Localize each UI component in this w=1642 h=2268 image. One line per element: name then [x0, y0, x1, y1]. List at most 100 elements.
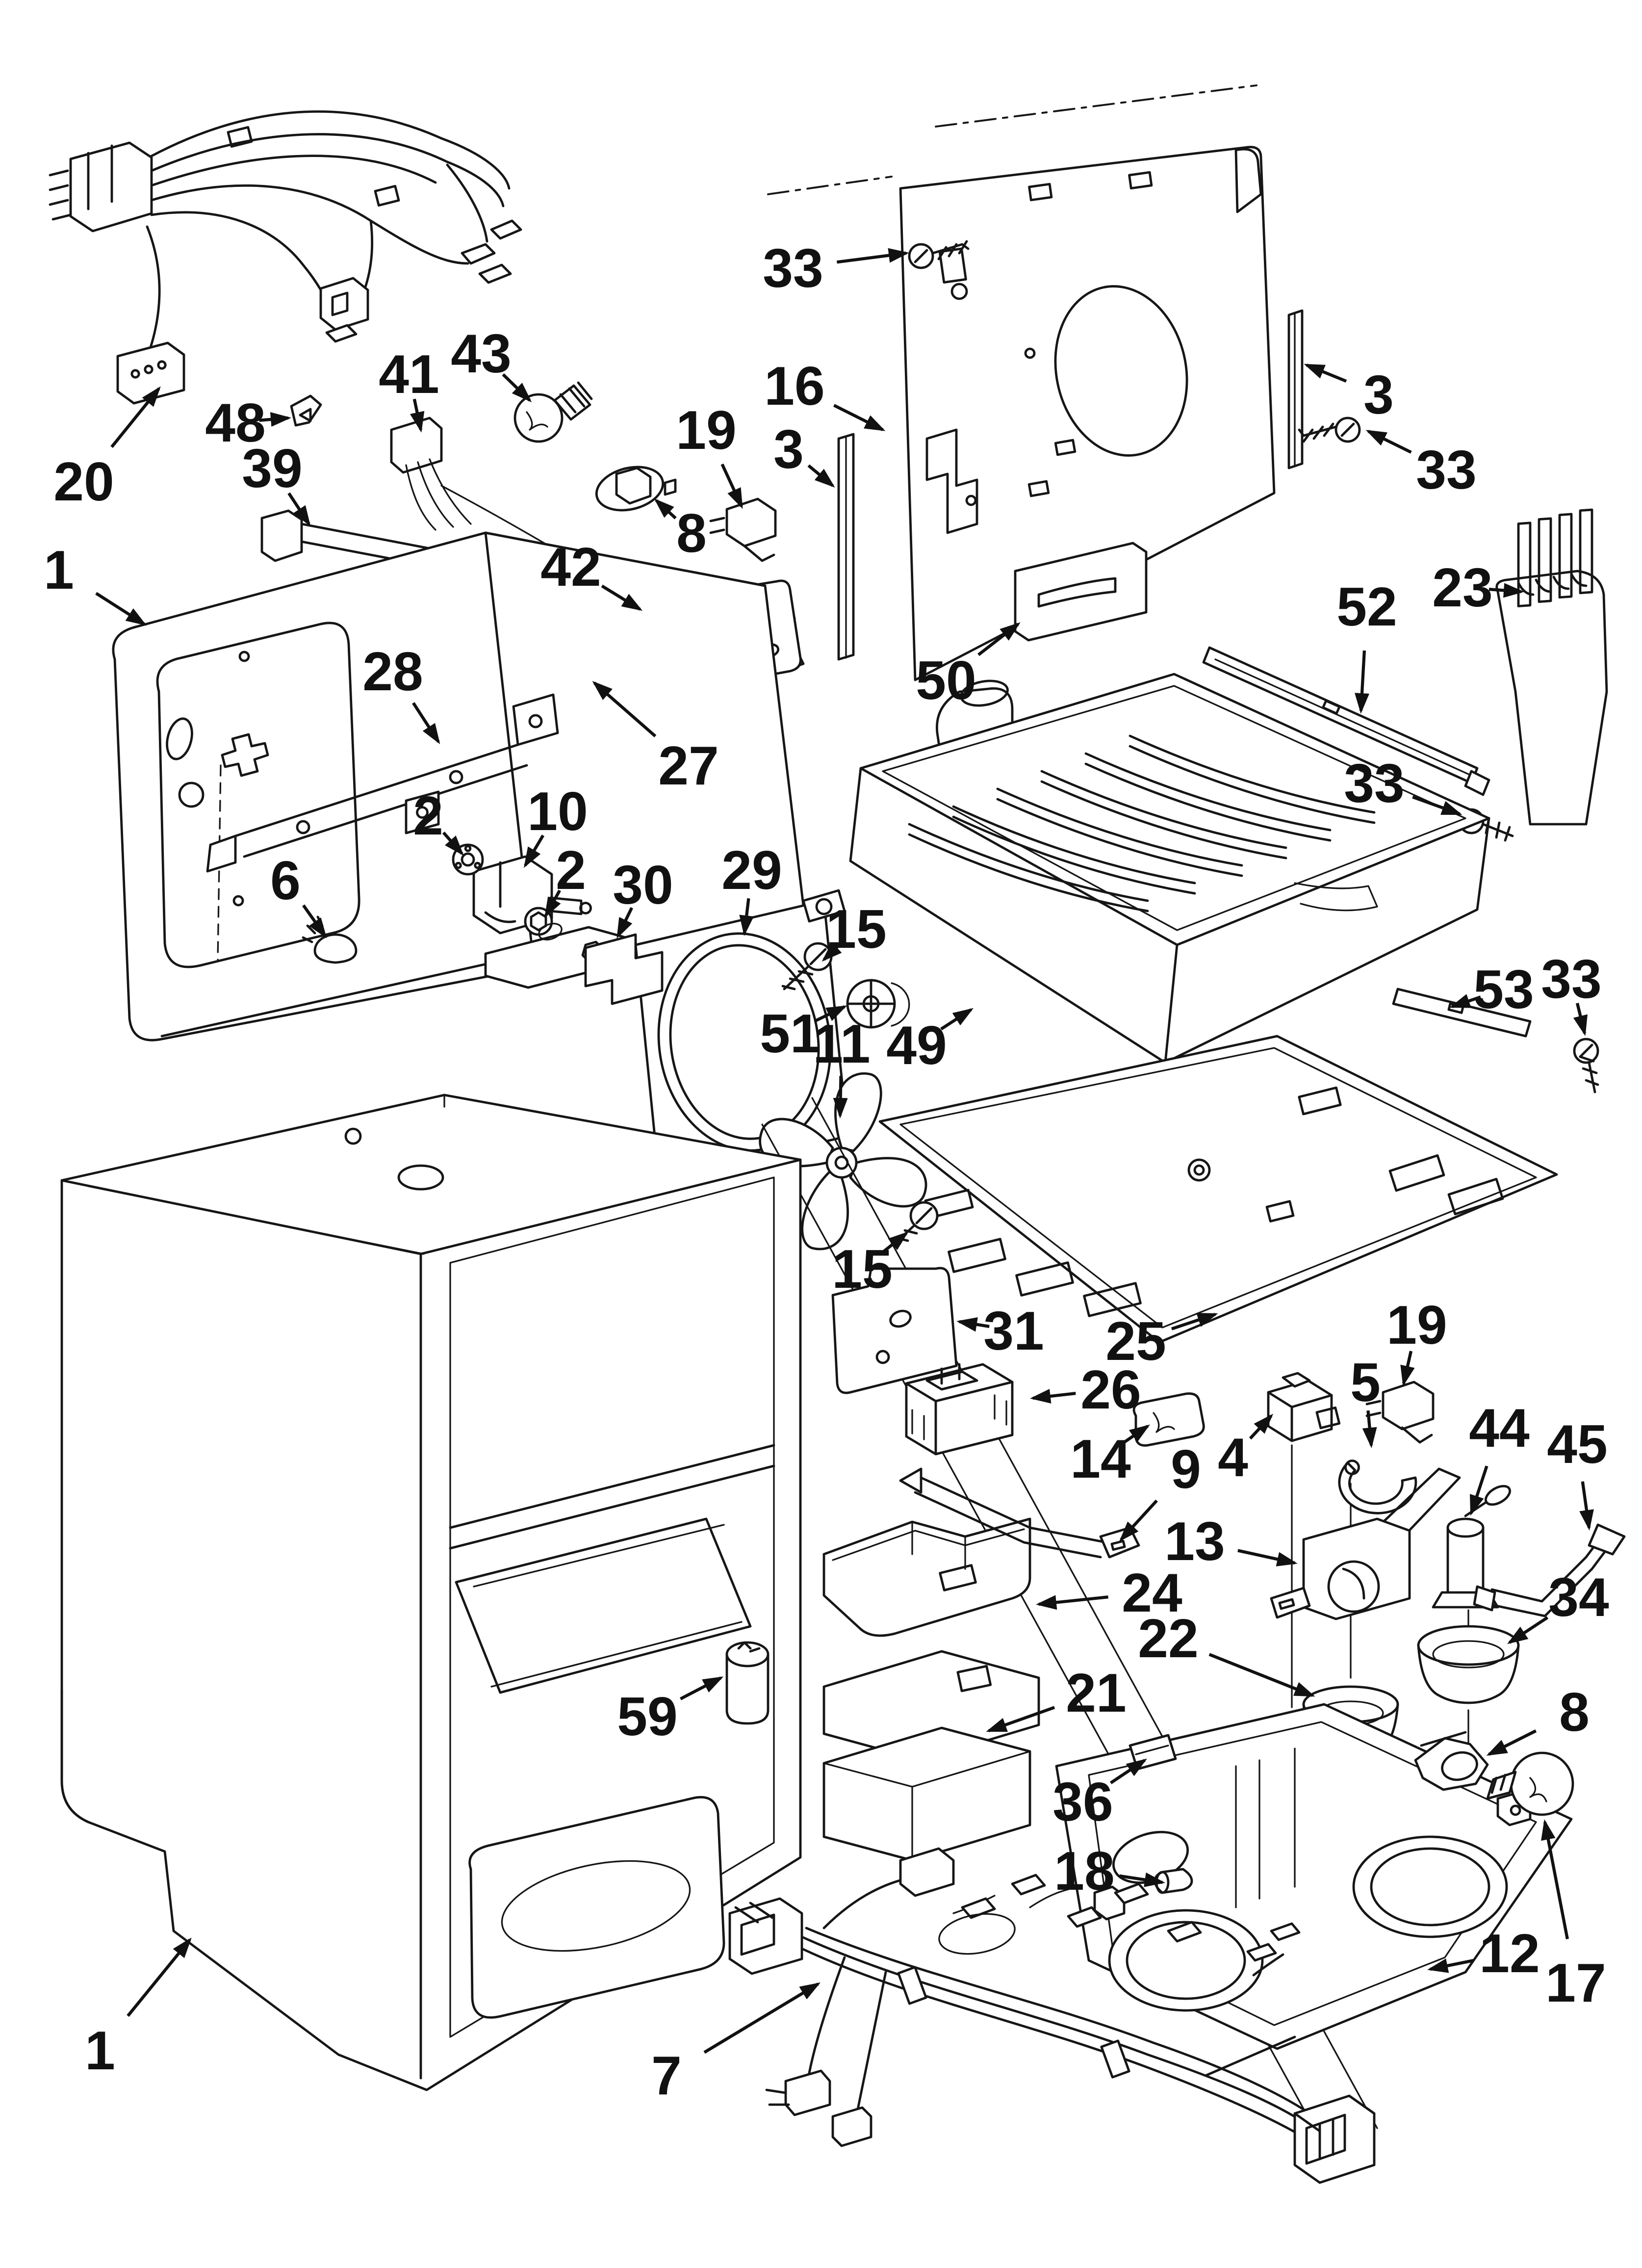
wire-harness-top-drawing — [49, 110, 522, 405]
callout-label-45: 45 — [1547, 1414, 1607, 1475]
callout-label-42: 42 — [540, 537, 601, 598]
screw-33b-drawing — [1298, 417, 1361, 443]
callout-label-1: 1 — [85, 2020, 115, 2081]
callout-arrow-33 — [836, 248, 909, 264]
callout-arrow-21 — [986, 1706, 1055, 1732]
callout-arrow-6 — [302, 904, 327, 938]
callout-label-5: 5 — [1350, 1352, 1381, 1413]
clip-48-drawing — [290, 394, 322, 427]
callout-label-41: 41 — [379, 344, 439, 405]
screw-33a-drawing — [908, 240, 970, 269]
bulb-43-drawing — [513, 381, 593, 443]
callout-arrow-41 — [410, 398, 425, 433]
callout-label-3: 3 — [1363, 365, 1394, 425]
callout-arrow-33 — [1412, 795, 1462, 815]
callout-arrow-59 — [680, 1676, 724, 1700]
callout-arrow-20 — [110, 386, 161, 448]
timer-13-drawing — [1270, 1467, 1461, 1620]
callout-arrow-4 — [1249, 1413, 1274, 1440]
label-plate-14-drawing — [1132, 1392, 1205, 1447]
callout-arrow-33 — [1573, 1003, 1588, 1036]
callout-label-36: 36 — [1052, 1772, 1113, 1832]
callout-label-33: 33 — [1416, 440, 1476, 500]
socket-8a-drawing — [595, 466, 677, 512]
callout-label-11: 11 — [813, 1014, 870, 1074]
callout-arrow-13 — [1237, 1549, 1298, 1566]
callout-arrow-7 — [703, 1982, 821, 2054]
callout-arrow-53 — [1449, 994, 1481, 1008]
callout-label-33: 33 — [763, 238, 823, 299]
callout-arrow-26 — [1030, 1389, 1076, 1404]
callout-arrow-23 — [1488, 583, 1524, 598]
callout-arrow-48 — [259, 412, 291, 427]
callout-arrow-16 — [833, 404, 886, 431]
callout-arrow-8 — [1486, 1729, 1537, 1756]
callout-label-3: 3 — [773, 419, 804, 480]
callout-arrow-39 — [287, 492, 311, 527]
callout-label-18: 18 — [1054, 1841, 1114, 1902]
callout-label-50: 50 — [916, 650, 976, 711]
capacitor-59-drawing — [725, 1641, 770, 1725]
socket-8b-drawing — [1414, 1731, 1489, 1791]
callout-label-48: 48 — [205, 392, 265, 453]
callout-label-29: 29 — [721, 840, 782, 901]
thermostat-4-drawing — [1267, 1372, 1341, 1442]
callout-arrow-3 — [1304, 364, 1347, 383]
callout-label-39: 39 — [242, 438, 302, 499]
callout-label-28: 28 — [362, 641, 423, 702]
callout-label-27: 27 — [658, 735, 718, 796]
callout-label-4: 4 — [1218, 1427, 1248, 1488]
plate-31-drawing — [831, 1267, 958, 1394]
callout-arrow-9 — [1119, 1499, 1158, 1542]
callout-label-22: 22 — [1138, 1608, 1198, 1669]
heater-5-drawing — [1338, 1460, 1417, 1514]
callout-arrows — [95, 248, 1594, 2054]
callout-label-26: 26 — [1080, 1359, 1141, 1420]
callout-arrow-34 — [1507, 1616, 1549, 1644]
callout-label-51: 51 — [760, 1003, 820, 1064]
callout-arrow-29 — [739, 898, 754, 936]
callout-arrow-8 — [654, 498, 677, 520]
callout-arrow-45 — [1579, 1481, 1594, 1531]
callout-label-30: 30 — [613, 855, 673, 915]
callout-arrow-3 — [807, 464, 835, 488]
callout-label-2: 2 — [413, 785, 443, 846]
callout-label-59: 59 — [617, 1686, 677, 1747]
cup-34-drawing — [1417, 1625, 1520, 1704]
switch-19b-drawing — [1365, 1381, 1435, 1444]
callout-arrow-15 — [821, 941, 843, 962]
callout-arrow-42 — [601, 584, 643, 611]
callout-arrow-44 — [1470, 1465, 1488, 1516]
callout-label-13: 13 — [1164, 1511, 1225, 1572]
callout-label-43: 43 — [451, 323, 511, 384]
callout-label-52: 52 — [1336, 576, 1397, 637]
callout-label-8: 8 — [676, 503, 707, 564]
bracket-28-drawing — [206, 693, 559, 873]
callout-label-15: 15 — [832, 1239, 892, 1300]
callout-arrow-18 — [1119, 1872, 1165, 1887]
callout-label-31: 31 — [983, 1301, 1044, 1361]
callout-arrow-11 — [833, 1075, 848, 1119]
evap-pan-49-drawing — [849, 673, 1490, 1064]
callout-arrow-24 — [1036, 1595, 1108, 1610]
callout-label-33: 33 — [1344, 753, 1404, 814]
callout-arrow-22 — [1208, 1653, 1315, 1697]
callout-label-53: 53 — [1473, 959, 1534, 1020]
callout-arrow-5 — [1362, 1410, 1377, 1448]
callout-arrow-17 — [1541, 1819, 1569, 1940]
rear-panel-16-drawing — [767, 84, 1276, 681]
callout-label-33: 33 — [1541, 949, 1601, 1010]
callout-label-34: 34 — [1548, 1567, 1609, 1628]
trim-strip-3a-drawing — [837, 433, 855, 661]
screw-33d-drawing — [1573, 1038, 1599, 1094]
duct-23-drawing — [1495, 508, 1608, 826]
lower-liner-1-drawing — [60, 1094, 802, 2091]
callout-label-9: 9 — [1171, 1439, 1201, 1500]
callout-label-1: 1 — [44, 540, 74, 600]
callout-arrow-28 — [412, 702, 440, 745]
callout-label-44: 44 — [1469, 1398, 1530, 1459]
